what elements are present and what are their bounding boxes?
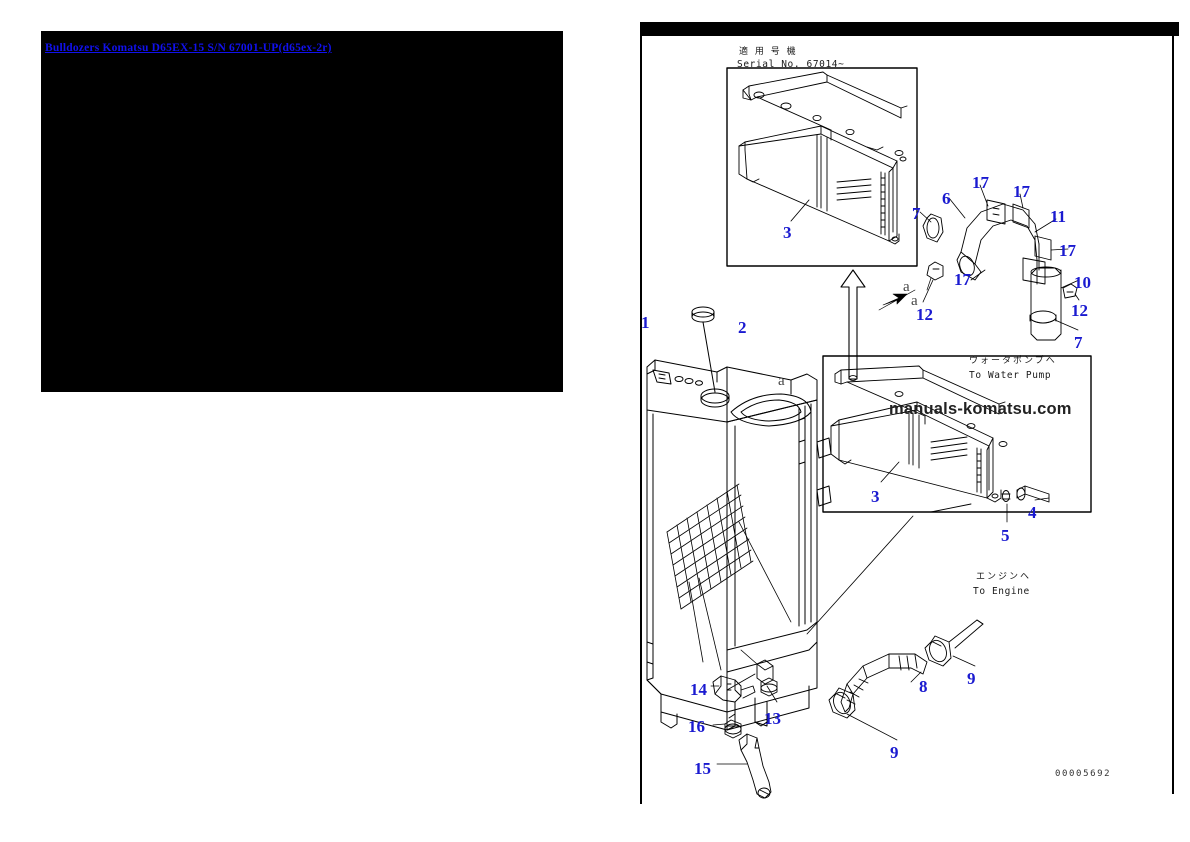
part-callout-7: 7 bbox=[1074, 333, 1083, 352]
diagram-top-bar bbox=[640, 22, 1179, 36]
parts-diagram-panel: 適 用 号 機 Serial No. 67014~ a a a ウォータポンプへ… bbox=[631, 22, 1179, 812]
part-callout-17: 17 bbox=[972, 173, 989, 192]
diagram-right-border bbox=[1172, 36, 1174, 794]
part-callout-9: 9 bbox=[967, 669, 976, 688]
part-callout-11: 11 bbox=[1050, 207, 1067, 226]
part-callout-17: 17 bbox=[954, 270, 971, 289]
part-callout-3: 3 bbox=[783, 223, 792, 242]
diagram-left-border bbox=[640, 36, 642, 804]
section-mark-a-2: a bbox=[911, 293, 918, 309]
site-watermark: manuals-komatsu.com bbox=[889, 400, 1072, 418]
part-callout-6: 6 bbox=[942, 189, 951, 208]
part-callout-16: 16 bbox=[688, 717, 705, 736]
to-engine-en-label: To Engine bbox=[973, 586, 1030, 597]
applicable-machine-serial: Serial No. 67014~ bbox=[737, 59, 845, 70]
applicable-machine-jp-title: 適 用 号 機 bbox=[739, 47, 798, 57]
catalog-title-link[interactable]: Bulldozers Komatsu D65EX-15 S/N 67001-UP… bbox=[45, 42, 332, 54]
drawing-code: 00005692 bbox=[1055, 769, 1112, 779]
to-water-pump-jp-label: ウォータポンプへ bbox=[969, 356, 1057, 366]
left-content-panel: Bulldozers Komatsu D65EX-15 S/N 67001-UP… bbox=[41, 31, 563, 392]
to-water-pump-en-label: To Water Pump bbox=[969, 370, 1052, 381]
section-mark-a-3: a bbox=[903, 279, 910, 295]
part-callout-2: 2 bbox=[738, 318, 747, 337]
part-callout-13: 13 bbox=[764, 709, 781, 728]
part-callout-9: 9 bbox=[890, 743, 899, 762]
section-mark-a-1: a bbox=[778, 373, 785, 389]
part-callout-3: 3 bbox=[871, 487, 880, 506]
part-callout-17: 17 bbox=[1013, 182, 1030, 201]
part-callout-1: 1 bbox=[641, 313, 650, 332]
part-callout-12: 12 bbox=[1071, 301, 1088, 320]
part-callout-8: 8 bbox=[919, 677, 928, 696]
part-callout-15: 15 bbox=[694, 759, 711, 778]
part-callout-14: 14 bbox=[690, 680, 707, 699]
part-callout-5: 5 bbox=[1001, 526, 1010, 545]
part-callout-17: 17 bbox=[1059, 241, 1076, 260]
radiator-assembly-drawing bbox=[646, 67, 1092, 799]
part-callout-10: 10 bbox=[1074, 273, 1091, 292]
part-callout-7: 7 bbox=[912, 204, 921, 223]
to-engine-jp-label: エンジンヘ bbox=[976, 572, 1032, 582]
part-callout-12: 12 bbox=[916, 305, 933, 324]
part-callout-4: 4 bbox=[1028, 503, 1037, 522]
